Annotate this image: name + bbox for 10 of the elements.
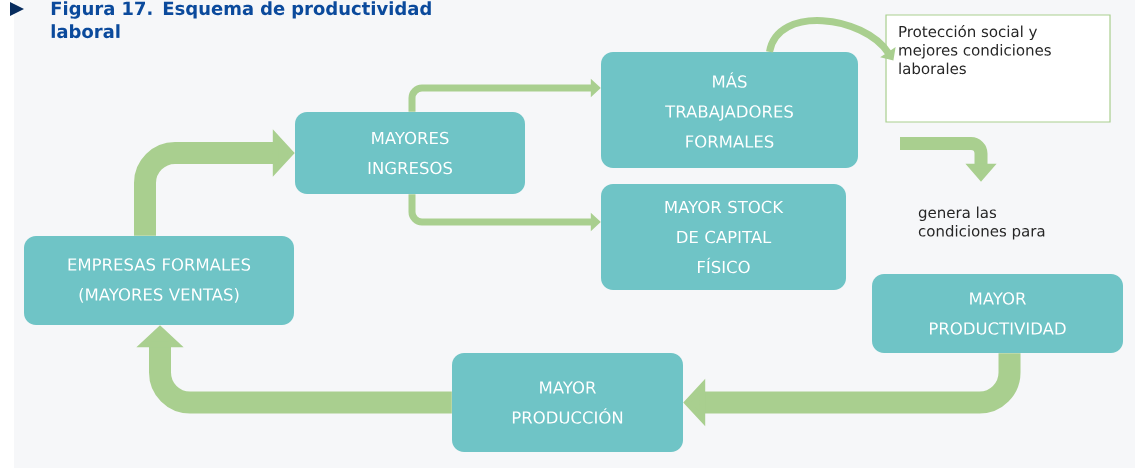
- process-box: MÁS TRABAJADORES FORMALES: [601, 52, 858, 168]
- figure-title: Figura 17. Esquema de productividad laboral: [51, 1, 431, 39]
- note-box: Protección social y mejores condiciones laborales: [885, 14, 1111, 123]
- note-text: genera las condiciones para: [918, 206, 1045, 240]
- process-box: EMPRESAS FORMALES (MAYORES VENTAS): [24, 236, 294, 325]
- process-box: MAYORES INGRESOS: [295, 112, 525, 194]
- process-box: MAYOR PRODUCCIÓN: [452, 353, 683, 452]
- process-box: MAYOR PRODUCTIVIDAD: [872, 274, 1123, 353]
- arrow: [766, 17, 896, 61]
- process-box: MAYOR STOCK DE CAPITAL FÍSICO: [601, 184, 846, 290]
